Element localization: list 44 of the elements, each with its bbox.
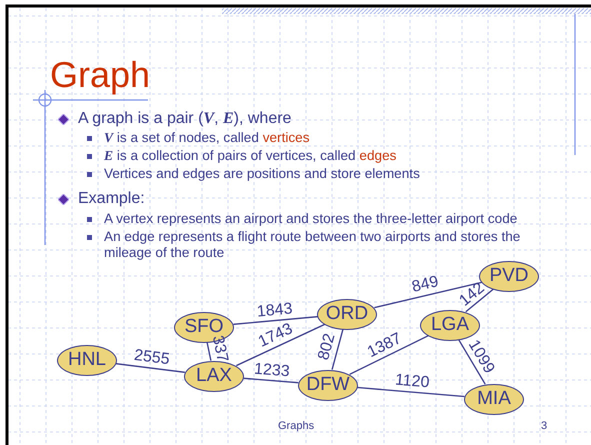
sub-bullet-text: An edge represents a flight route between two airports and stores the mileage of the route — [104, 229, 522, 260]
vertex-label: PVD — [489, 265, 529, 287]
edge-label: 1743 — [256, 321, 296, 351]
edge-label: 142 — [456, 280, 488, 310]
edge-line — [458, 339, 486, 385]
sub-bullet-text: E is a collection of pairs of vertices, called edges — [104, 148, 396, 164]
edge-label: 1387 — [364, 330, 404, 362]
vertex-label: SFO — [184, 316, 224, 337]
edge-line — [349, 335, 429, 375]
edge-label: 2555 — [132, 348, 170, 368]
edge-line — [206, 342, 212, 361]
edge-line — [358, 386, 464, 398]
vertex-label: DFW — [306, 374, 350, 396]
edge-line — [244, 378, 298, 384]
vertex-ellipse — [420, 310, 480, 340]
edge-line — [236, 324, 325, 366]
sub-bullet-text: Vertices and edges are positions and store elements — [104, 166, 420, 181]
vertex-label: ORD — [326, 303, 368, 325]
footer-text: Graphs — [278, 420, 314, 432]
bullet-text: Example: — [78, 190, 145, 208]
edge-line — [374, 282, 482, 308]
bullet-text: A graph is a pair (V, E), where — [78, 110, 292, 128]
edge-line — [331, 329, 344, 370]
edge-label: 1843 — [256, 300, 293, 320]
vertex-ellipse — [464, 384, 524, 414]
vertex-label: LAX — [196, 365, 232, 387]
sub-bullet-text: V is a set of nodes, called vertices — [104, 130, 310, 146]
edge-label: 849 — [410, 274, 440, 296]
edge-label: 802 — [316, 332, 339, 362]
edge-label: 1120 — [394, 372, 430, 392]
edge-label: 337 — [209, 334, 230, 364]
edge-label: 1233 — [253, 361, 290, 380]
vertex-ellipse — [298, 370, 358, 400]
vertex-label: HNL — [68, 349, 106, 371]
page-number: 3 — [541, 420, 548, 432]
edge-line — [233, 316, 318, 325]
vertex-label: MIA — [477, 388, 511, 410]
vertex-ellipse — [184, 360, 244, 392]
edge-line — [465, 288, 494, 312]
slide-title: Graph — [50, 54, 150, 96]
edge-line — [116, 363, 185, 373]
sub-bullet-text: A vertex represents an airport and stores the three-letter airport code — [104, 211, 518, 226]
vertex-ellipse — [317, 298, 377, 330]
vertex-label: LGA — [430, 314, 470, 336]
